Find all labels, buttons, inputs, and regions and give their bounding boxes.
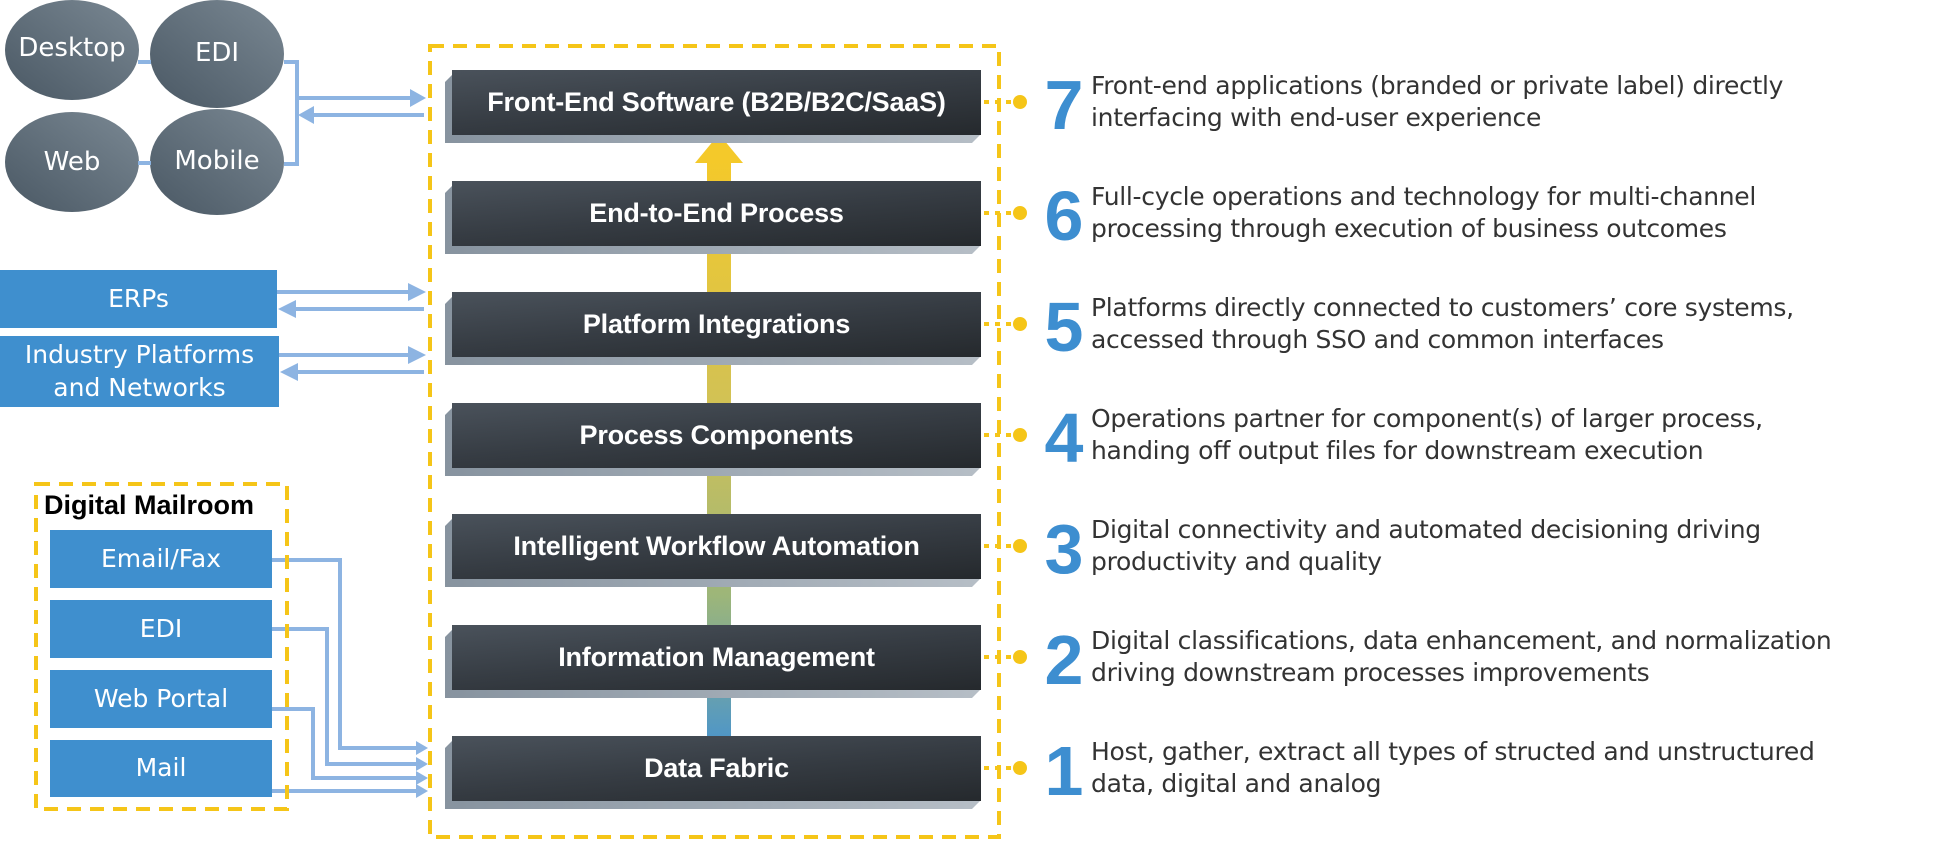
- description-line: Platforms directly connected to customer…: [1091, 293, 1794, 322]
- layer-label: Front-End Software (B2B/B2C/SaaS): [452, 70, 981, 135]
- mailroom-item-email-fax: Email/Fax: [50, 530, 272, 588]
- layer-3-intelligent-workflow-automation: Intelligent Workflow Automation: [445, 514, 981, 587]
- mailroom-item-web-portal: Web Portal: [50, 670, 272, 728]
- mailroom-item-edi: EDI: [50, 600, 272, 658]
- layer-description: Host, gather, extract all types of struc…: [1091, 736, 1815, 800]
- mailroom-item-label: Web Portal: [93, 683, 229, 713]
- description-line: Full-cycle operations and technology for…: [1091, 182, 1757, 211]
- layer-label: Process Components: [452, 403, 981, 468]
- arrow-right-icon: [416, 771, 428, 785]
- layer-description: Operations partner for component(s) of l…: [1091, 403, 1763, 467]
- layer-dot-icon: [1013, 317, 1027, 331]
- mailroom-item-label: EDI: [139, 613, 183, 643]
- arrow-right-icon: [408, 283, 426, 301]
- channel-desktop-label: Desktop: [18, 33, 126, 63]
- mailroom-connectors: [272, 558, 418, 793]
- description-line: data, digital and analog: [1091, 769, 1382, 798]
- layer-dot-icon: [1013, 428, 1027, 442]
- layer-dot-icon: [1013, 539, 1027, 553]
- layer-label: Platform Integrations: [452, 292, 981, 357]
- mailroom-item-mail: Mail: [50, 740, 272, 797]
- arrow-right-icon: [416, 757, 428, 771]
- layer-label: Data Fabric: [452, 736, 981, 801]
- layer-5-platform-integrations: Platform Integrations: [445, 292, 981, 365]
- layer-1-data-fabric: Data Fabric: [445, 736, 981, 809]
- description-line: Host, gather, extract all types of struc…: [1091, 737, 1815, 766]
- layer-description: Digital classifications, data enhancemen…: [1091, 625, 1832, 689]
- erps-box: ERPs: [0, 270, 277, 328]
- layer-number: 6: [1044, 177, 1084, 255]
- arrow-left-icon: [280, 363, 298, 381]
- layer-dot-icon: [1013, 650, 1027, 664]
- ellipse-web: [5, 112, 139, 212]
- layer-dot-icon: [1013, 761, 1027, 775]
- description-line: interfacing with end-user experience: [1091, 103, 1542, 132]
- channel-web-label: Web: [43, 147, 101, 177]
- layer-dot-icon: [1013, 95, 1027, 109]
- mailroom-title: Digital Mailroom: [44, 490, 255, 520]
- layer-description: Front-end applications (branded or priva…: [1091, 70, 1783, 134]
- stack-dashed-border: [428, 44, 1001, 839]
- layer-2-information-management: Information Management: [445, 625, 981, 698]
- arrow-right-icon: [408, 346, 426, 364]
- industry-platforms-box: Industry Platforms and Networks: [0, 336, 279, 407]
- description-line: Operations partner for component(s) of l…: [1091, 404, 1763, 433]
- layer-number: 5: [1044, 288, 1084, 366]
- ellipse-mobile: [150, 109, 284, 215]
- channel-connectors: [138, 60, 424, 166]
- layer-number: 4: [1044, 399, 1084, 477]
- arrow-right-icon: [416, 784, 428, 798]
- description-line: Digital connectivity and automated decis…: [1091, 515, 1761, 544]
- layer-7-front-end-software: Front-End Software (B2B/B2C/SaaS): [445, 70, 981, 143]
- description-line: productivity and quality: [1091, 547, 1382, 576]
- arrow-right-icon: [410, 89, 426, 107]
- layer-number: 3: [1044, 510, 1084, 588]
- mailroom-item-label: Mail: [135, 753, 187, 783]
- description-line: Front-end applications (branded or priva…: [1091, 71, 1784, 100]
- layer-dot-icon: [1013, 206, 1027, 220]
- ellipse-desktop: [5, 0, 139, 100]
- arrow-left-icon: [278, 300, 296, 318]
- arrow-left-icon: [298, 106, 314, 124]
- mailroom-dashed-border: [34, 482, 289, 811]
- layer-label: Intelligent Workflow Automation: [452, 514, 981, 579]
- mailroom-item-label: Email/Fax: [101, 543, 221, 573]
- layer-label: End-to-End Process: [452, 181, 981, 246]
- layer-6-end-to-end-process: End-to-End Process: [445, 181, 981, 254]
- channel-mobile-label: Mobile: [174, 146, 260, 176]
- layer-label: Information Management: [452, 625, 981, 690]
- erps-label: ERPs: [108, 283, 169, 313]
- description-line: driving downstream processes improvement…: [1091, 658, 1650, 687]
- description-line: handing off output files for downstream …: [1091, 436, 1704, 465]
- systems-connectors: [277, 290, 424, 374]
- description-line: Digital classifications, data enhancemen…: [1091, 626, 1832, 655]
- industry-platforms-label: Industry Platforms and Networks: [24, 340, 255, 402]
- layer-connectors: [984, 95, 1027, 775]
- layer-description: Platforms directly connected to customer…: [1091, 292, 1794, 356]
- layer-4-process-components: Process Components: [445, 403, 981, 476]
- description-line: accessed through SSO and common interfac…: [1091, 325, 1664, 354]
- ellipse-edi: [150, 0, 284, 108]
- layer-description: Full-cycle operations and technology for…: [1091, 181, 1756, 245]
- description-line: processing through execution of business…: [1091, 214, 1727, 243]
- channel-edi-label: EDI: [194, 38, 240, 68]
- arrow-right-icon: [416, 741, 428, 755]
- upward-arrow-head-icon: [695, 134, 743, 163]
- layer-number: 2: [1044, 621, 1084, 699]
- layer-description: Digital connectivity and automated decis…: [1091, 514, 1761, 578]
- layer-number: 7: [1044, 66, 1084, 144]
- layer-number: 1: [1044, 732, 1084, 810]
